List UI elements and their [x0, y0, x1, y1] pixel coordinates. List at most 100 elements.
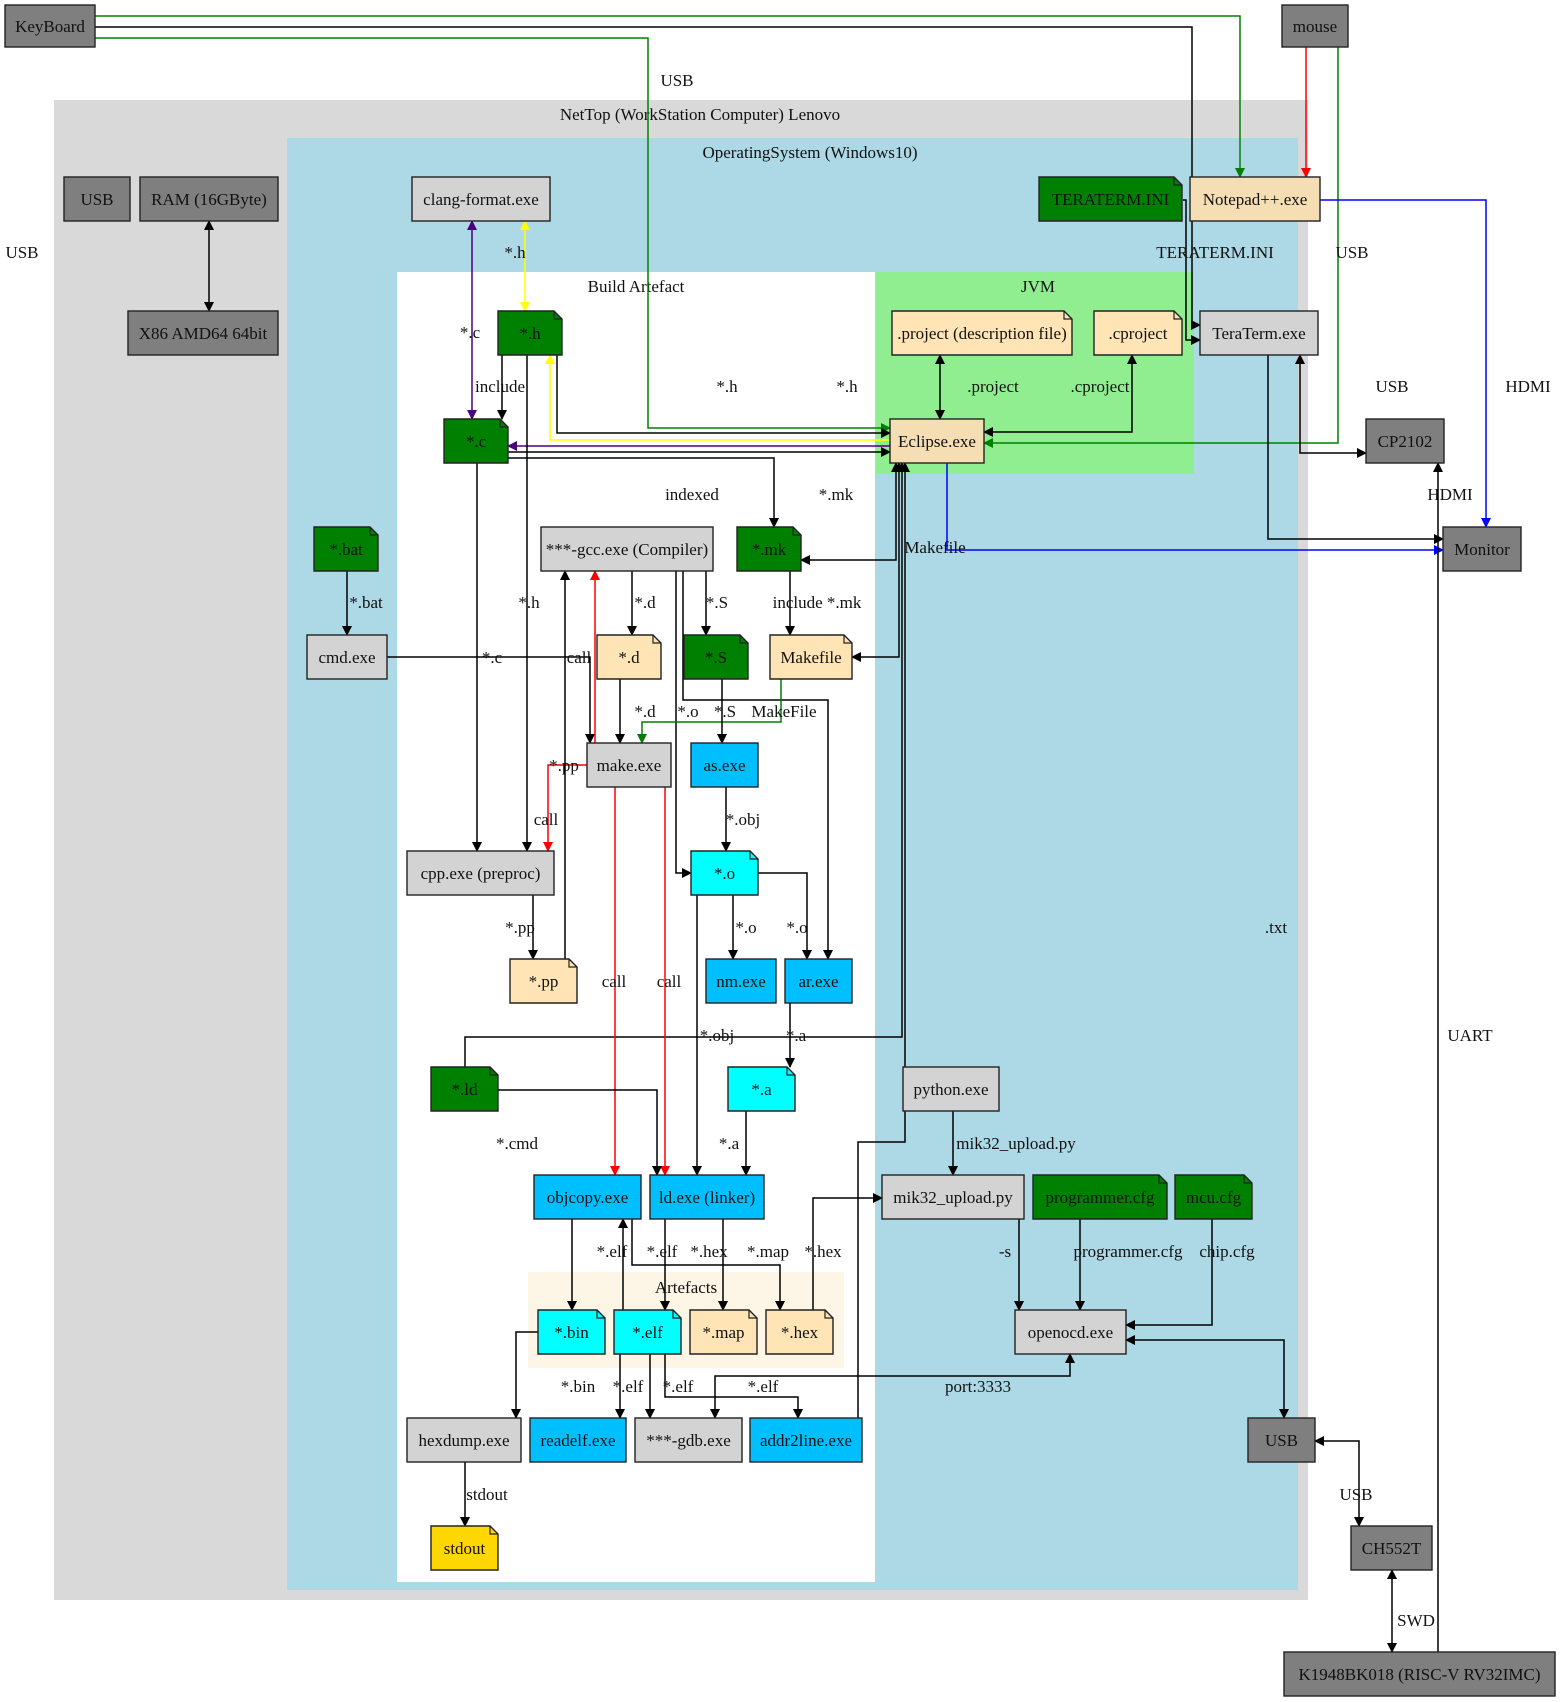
- node-mik32-upload: mik32_upload.py: [881, 1174, 1025, 1220]
- edge-label-programmer-cfg: programmer.cfg: [1073, 1242, 1183, 1261]
- node-makefile: Makefile: [769, 634, 853, 680]
- node-shape: [127, 310, 279, 356]
- node-mcu-cfg: mcu.cfg: [1174, 1174, 1253, 1220]
- node-shape: [537, 1309, 606, 1355]
- node-label: stdout: [444, 1539, 486, 1558]
- node-shape: [406, 1417, 522, 1463]
- edge-label-pp-cpp: *.pp: [505, 918, 535, 937]
- node-label: *.c: [466, 432, 487, 451]
- node-clang-format: clang-format.exe: [411, 176, 551, 222]
- node-ch552t: CH552T: [1350, 1525, 1433, 1571]
- node-shape: [690, 850, 759, 896]
- node-a-file: *.a: [727, 1066, 796, 1112]
- cluster-artefacts-label: Artefacts: [655, 1278, 717, 1297]
- edge-eclipse-addr2line: [857, 462, 910, 1418]
- node-shape: [1283, 1651, 1556, 1697]
- node-cmd: cmd.exe: [306, 634, 388, 680]
- edge-label-a-ar: *.a: [786, 1026, 807, 1045]
- edge-make-cpp: [543, 764, 587, 852]
- edge-label-usb-ch552: USB: [1339, 1485, 1372, 1504]
- node-shape: [889, 418, 985, 464]
- node-eclipse: Eclipse.exe: [889, 418, 985, 464]
- node-shape: [540, 526, 714, 572]
- edge-label-hdmi-cp: HDMI: [1427, 485, 1473, 504]
- node-shape: [683, 634, 749, 680]
- node-shape: [313, 526, 379, 572]
- edge-label-include-mk: include *.mk: [773, 593, 862, 612]
- edge-label-makefile-lbl: Makefile: [904, 538, 965, 557]
- edge-label-h-eclipse-2: *.h: [836, 377, 858, 396]
- node-cproject-file: .cproject: [1093, 310, 1183, 356]
- node-shape: [634, 1417, 743, 1463]
- node-label: ld.exe (linker): [659, 1188, 755, 1207]
- node-label: hexdump.exe: [418, 1431, 509, 1450]
- node-label: ar.exe: [798, 972, 838, 991]
- node-keyboard: KeyBoard: [4, 4, 96, 48]
- edge-label-obj-as: *.obj: [726, 810, 760, 829]
- cluster-jvm-label: JVM: [1021, 277, 1055, 296]
- edge-makefile-make: [637, 679, 782, 744]
- node-label: USB: [80, 190, 113, 209]
- edge-h-eclipse-y: [545, 354, 890, 441]
- node-o-file: *.o: [690, 850, 759, 896]
- edge-label-obj-ld: *.obj: [700, 1026, 734, 1045]
- edge-cmd-make: [387, 656, 595, 744]
- node-label: K1948BK018 (RISC-V RV32IMC): [1298, 1665, 1540, 1684]
- node-label: mcu.cfg: [1186, 1188, 1242, 1207]
- node-gdb: ***-gdb.exe: [634, 1417, 743, 1463]
- node-hexdump: hexdump.exe: [406, 1417, 522, 1463]
- edge-label-project: .project: [967, 377, 1019, 396]
- edge-label-a-ld: *.a: [719, 1134, 740, 1153]
- edge-label-map-ld: *.map: [747, 1242, 789, 1261]
- node-shape: [430, 1066, 499, 1112]
- node-shape: [891, 310, 1073, 356]
- edge-cproject-eclipse: [983, 354, 1137, 437]
- node-shape: [749, 1417, 863, 1463]
- node-shape: [509, 958, 578, 1004]
- node-shape: [736, 526, 802, 572]
- edge-label-usb-cp2102: USB: [1375, 377, 1408, 396]
- node-label: TERATERM.INI: [1052, 190, 1170, 209]
- node-shape: [690, 742, 759, 788]
- edge-mcu-openocd: [1125, 1219, 1213, 1330]
- node-label: cpp.exe (preproc): [421, 864, 541, 883]
- node-programmer-cfg: programmer.cfg: [1032, 1174, 1168, 1220]
- edge-label-usb-right: USB: [1335, 243, 1368, 262]
- node-shape: [1093, 310, 1183, 356]
- node-label: *.bat: [329, 540, 363, 559]
- edge-label-hex-mik: *.hex: [804, 1242, 842, 1261]
- edge-label-elf-addr2line: *.elf: [748, 1377, 779, 1396]
- node-label: mouse: [1293, 17, 1337, 36]
- node-cp2102: CP2102: [1365, 418, 1445, 464]
- node-shape: [497, 310, 563, 356]
- node-teraterm: TeraTerm.exe: [1199, 310, 1319, 356]
- node-label: *.d: [618, 648, 640, 667]
- edge-label-call-ld: call: [657, 972, 682, 991]
- node-openocd: openocd.exe: [1014, 1309, 1127, 1355]
- node-shape: [705, 958, 777, 1004]
- edge-bin-hexdump: [511, 1331, 538, 1419]
- node-label: addr2line.exe: [760, 1431, 852, 1450]
- node-label: python.exe: [913, 1080, 988, 1099]
- node-shape: [443, 418, 509, 464]
- node-shape: [784, 958, 853, 1004]
- node-shape: [613, 1309, 682, 1355]
- node-make: make.exe: [586, 742, 672, 788]
- node-label: programmer.cfg: [1045, 1188, 1155, 1207]
- edge-elf-addr2line: [664, 1354, 803, 1419]
- edge-label-d-lbl: *.d: [634, 593, 656, 612]
- edge-gcc-o: [675, 571, 692, 878]
- node-ar: ar.exe: [784, 958, 853, 1004]
- node-shape: [1038, 176, 1183, 222]
- node-label: *.pp: [529, 972, 559, 991]
- node-shape: [533, 1174, 642, 1220]
- edge-label-elf-readelf: *.elf: [613, 1377, 644, 1396]
- node-bin-file: *.bin: [537, 1309, 606, 1355]
- node-usb-dev: USB: [1247, 1417, 1316, 1463]
- node-label: *.S: [705, 648, 727, 667]
- node-d-file: *.d: [596, 634, 662, 680]
- node-shape: [1014, 1309, 1127, 1355]
- node-teraterm-ini: TERATERM.INI: [1038, 176, 1183, 222]
- node-objcopy: objcopy.exe: [533, 1174, 642, 1220]
- edge-teraterm-cp2102: [1295, 354, 1367, 458]
